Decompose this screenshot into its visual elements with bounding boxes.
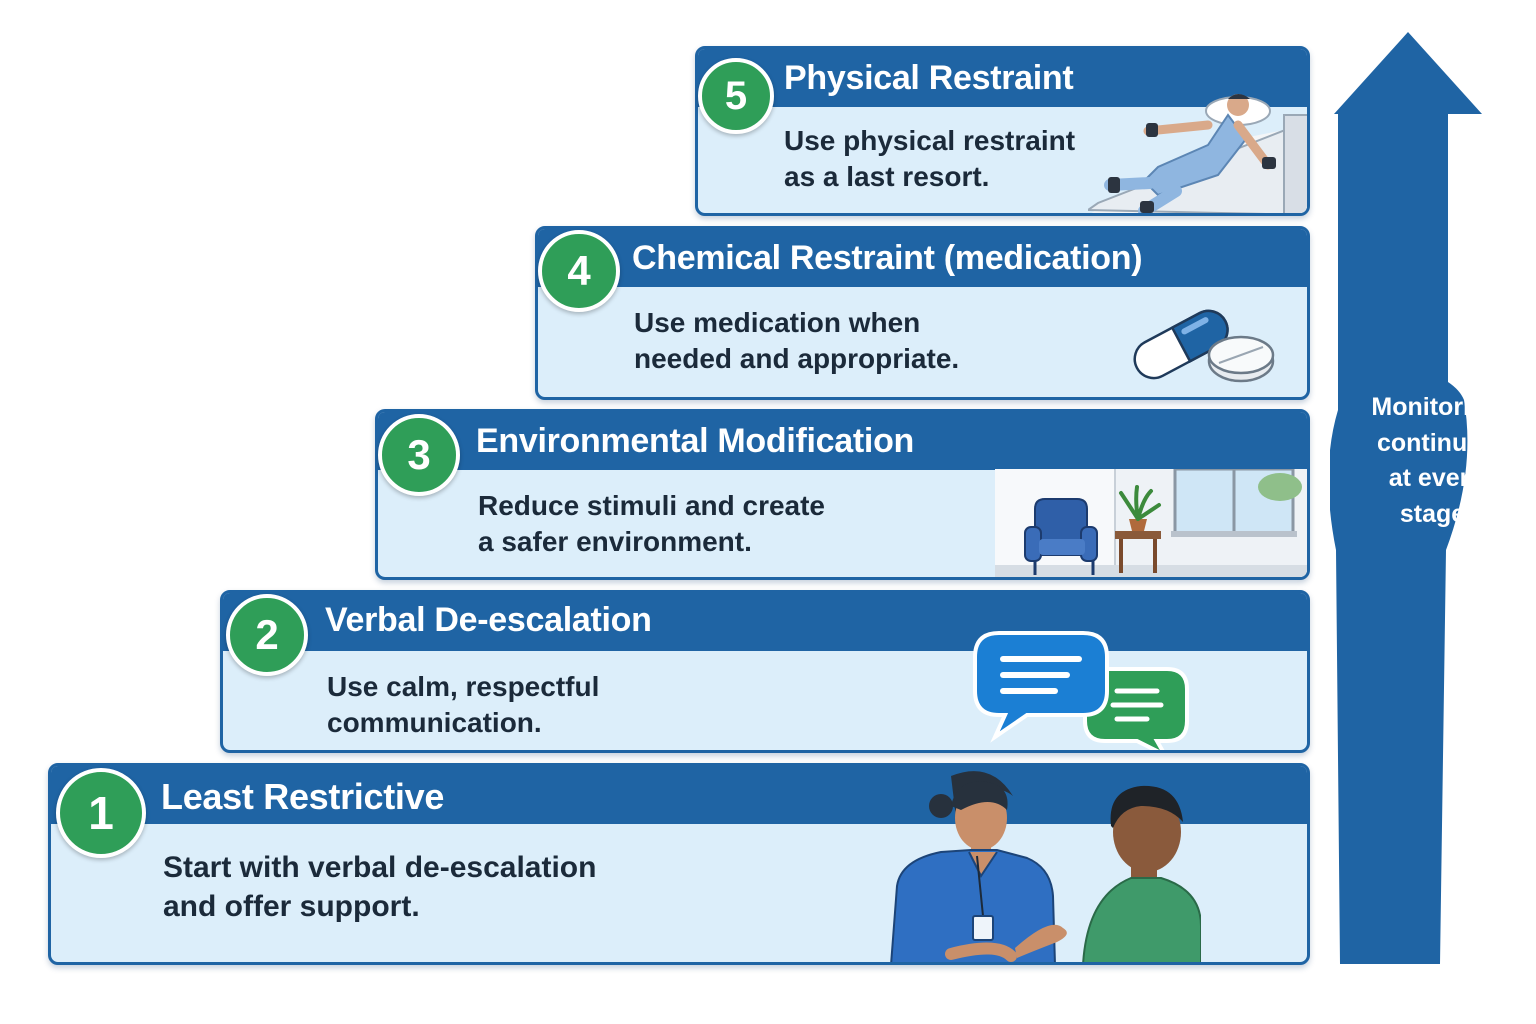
step-4-description: Use medication when needed and appropria…: [634, 307, 960, 375]
step-1-description: Start with verbal de-escalation and offe…: [163, 851, 597, 923]
speech-bubbles-icon: [973, 631, 1189, 750]
step-3-badge: 3: [378, 414, 460, 496]
step-3-title: Environmental Modification: [476, 422, 915, 460]
step-1-title: Least Restrictive: [161, 776, 445, 817]
step-2-title: Verbal De-escalation: [325, 601, 652, 639]
step-5-header-bar: [698, 49, 1307, 107]
step-3-header-bar: [378, 412, 1307, 470]
step-1-badge: 1: [56, 768, 146, 858]
step-4-badge: 4: [538, 230, 620, 312]
nurse-patient-conversation-icon: [890, 771, 1201, 962]
step-3-description: Reduce stimuli and create a safer enviro…: [478, 490, 826, 558]
step-4-panel: Chemical Restraint (medication) Use medi…: [535, 226, 1310, 400]
capsule-and-tablet-icon: [1133, 309, 1275, 383]
step-4-title: Chemical Restraint (medication): [632, 239, 1143, 277]
restrained-patient-bed-icon: [1088, 94, 1307, 213]
step-5-description: Use physical restraint as a last resort.: [784, 125, 1076, 193]
step-2-header-bar: [223, 593, 1307, 651]
step-2-panel: Verbal De-escalation Use calm, respectfu…: [220, 590, 1310, 753]
step-2-description: Use calm, respectful communication.: [327, 671, 600, 739]
step-1-panel: Least Restrictive Start with verbal de-e…: [48, 763, 1310, 965]
step-1-header-bar: [51, 766, 1307, 824]
step-4-header-bar: [538, 229, 1307, 287]
step-5-title: Physical Restraint: [784, 59, 1074, 97]
monitoring-label: Monitoring continues at every stage.: [1371, 393, 1501, 528]
step-3-panel: Environmental Modification Reduce stimul…: [375, 409, 1310, 580]
step-5-panel: Physical Restraint Use physical restrain…: [695, 46, 1310, 216]
step-2-badge: 2: [226, 594, 308, 676]
monitoring-arrow: [1330, 32, 1482, 964]
step-5-badge: 5: [698, 58, 774, 134]
calm-room-icon: [995, 469, 1307, 577]
